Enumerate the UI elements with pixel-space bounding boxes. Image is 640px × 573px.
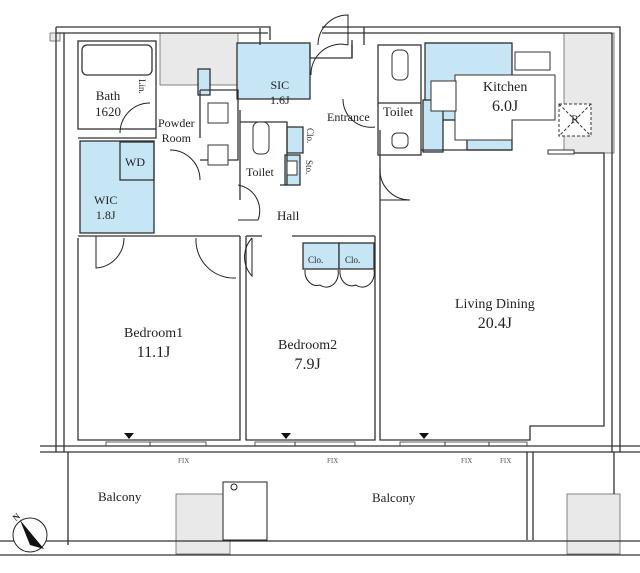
room-label-balcony-left: Balcony: [98, 489, 142, 504]
room-label-bath: Bath 1620: [95, 88, 121, 119]
interior-walls: [77, 27, 605, 441]
room-label-linen: Lin.: [137, 79, 147, 94]
window-markers: [124, 433, 429, 439]
room-label-bedroom1: Bedroom1 11.1J: [124, 326, 184, 361]
room-label-sic: SIC 1.6J: [270, 78, 290, 107]
room-label-closet-entrance: Clo.: [305, 128, 315, 144]
fix-window-label: FIX: [500, 457, 512, 465]
room-label-bedroom2: Bedroom2 7.9J: [278, 338, 338, 373]
outdoor-unit: [222, 481, 268, 541]
refrigerator-label: R: [571, 112, 580, 126]
room-label-bedroom2-closet-1: Clo.: [308, 255, 324, 265]
room-label-toilet-2: Toilet: [383, 104, 414, 119]
exterior-walls: [0, 26, 640, 556]
doors: [95, 14, 411, 288]
fix-window-label: FIX: [461, 457, 473, 465]
room-label-living-dining: Living Dining 20.4J: [455, 297, 535, 332]
fix-window-label: FIX: [327, 457, 339, 465]
fix-window-label: FIX: [178, 457, 190, 465]
room-label-toilet-1: Toilet: [246, 165, 274, 179]
sanitary-fixtures: [207, 49, 409, 176]
room-label-powder-room: Powder Room: [158, 116, 195, 145]
room-label-kitchen: Kitchen 6.0J: [483, 80, 528, 115]
window-sashes: [105, 441, 528, 447]
room-label-balcony-right: Balcony: [372, 490, 416, 505]
room-label-storage-entrance: Sto.: [304, 160, 314, 175]
room-label-bedroom2-closet-2: Clo.: [345, 255, 361, 265]
room-label-wic: WIC 1.8J: [94, 193, 118, 222]
room-label-wd: WD: [125, 155, 145, 169]
north-compass-icon: [12, 517, 48, 553]
room-label-entrance: Entrance: [327, 110, 370, 124]
room-label-hall: Hall: [277, 208, 300, 223]
kitchen-fixtures: [430, 51, 592, 155]
